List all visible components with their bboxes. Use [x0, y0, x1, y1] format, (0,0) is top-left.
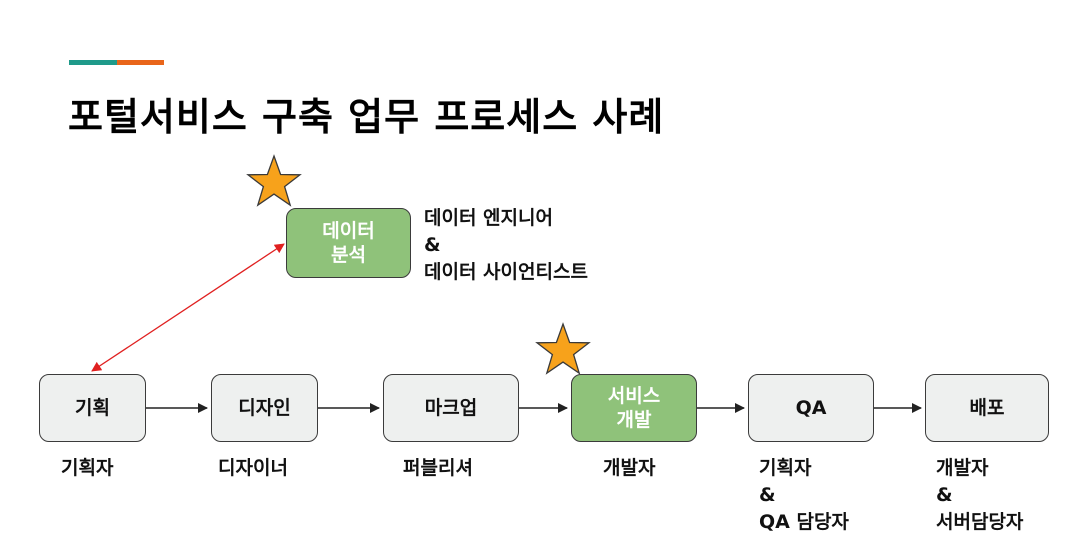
node-design: 디자인 — [211, 374, 318, 442]
node-label: 디자인 — [238, 397, 291, 419]
star-icon — [535, 322, 591, 375]
node-service-dev: 서비스 개발 — [571, 374, 697, 442]
node-label: 배포 — [969, 397, 1005, 419]
role-deploy: 개발자 & 서버담당자 — [936, 457, 1024, 533]
node-planning: 기획 — [39, 374, 146, 442]
role-markup: 퍼블리셔 — [403, 457, 473, 479]
node-label: 기획 — [75, 397, 110, 419]
role-data-analysis: 데이터 엔지니어 & 데이터 사이언티스트 — [424, 207, 588, 283]
role-planning: 기획자 — [61, 457, 114, 479]
role-design: 디자이너 — [218, 457, 288, 479]
node-qa: QA — [748, 374, 874, 442]
node-label: 데이터 분석 — [322, 220, 375, 266]
star-icon — [246, 154, 302, 207]
node-deploy: 배포 — [925, 374, 1049, 442]
node-label: 서비스 개발 — [607, 385, 661, 431]
role-qa: 기획자 & QA 담당자 — [759, 457, 849, 533]
node-data-analysis: 데이터 분석 — [286, 208, 411, 278]
node-label: QA — [795, 397, 827, 419]
role-service-dev: 개발자 — [603, 457, 656, 479]
page-title: 포털서비스 구축 업무 프로세스 사례 — [68, 95, 665, 139]
node-label: 마크업 — [424, 397, 478, 419]
accent-bar-orange — [117, 60, 164, 65]
node-markup: 마크업 — [383, 374, 519, 442]
arrow-planning-data-analysis — [91, 243, 285, 372]
accent-bar-teal — [69, 60, 117, 65]
